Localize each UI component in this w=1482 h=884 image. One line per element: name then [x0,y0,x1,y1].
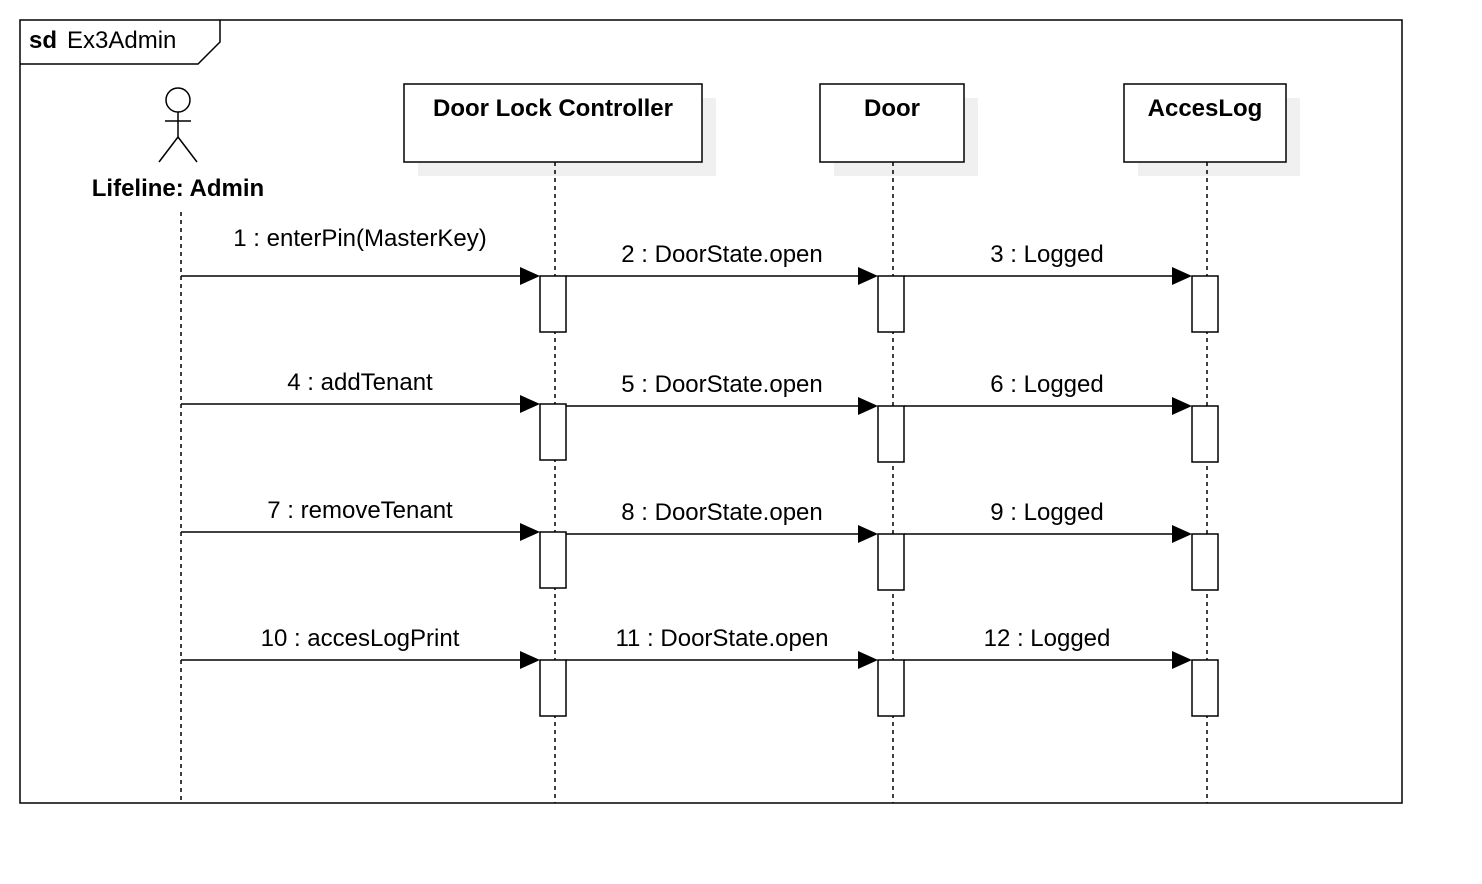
arrow-head [1172,397,1192,415]
activation-bar [877,533,905,591]
lifeline-label-acceslog: AccesLog [1148,95,1263,122]
message-label: 9 : Logged [990,499,1103,526]
actor-right-leg [177,136,198,163]
message-label: 2 : DoorState.open [621,241,822,268]
activation-bar [539,659,567,717]
message-group: 7 : removeTenant 8 : DoorState.open 9 : … [181,497,1219,591]
activation-bar [539,403,567,461]
message-group: 10 : accesLogPrint 11 : DoorState.open 1… [181,625,1219,717]
activation-bar [877,659,905,717]
lifeline-head-door[interactable] [819,83,965,163]
message-label: 3 : Logged [990,241,1103,268]
message-label: 4 : addTenant [287,369,433,396]
message-label: 11 : DoorState.open [615,625,828,652]
frame-label: sd Ex3Admin [29,27,176,54]
message-group: 4 : addTenant 5 : DoorState.open 6 : Log… [181,369,1219,463]
lifeline-head-door-lock-controller[interactable] [403,83,703,163]
lifeline-head-acceslog[interactable] [1123,83,1287,163]
message-label: 6 : Logged [990,371,1103,398]
arrow-head [520,523,540,541]
arrow-head [520,651,540,669]
arrow-head [858,397,878,415]
message-label: 1 : enterPin(MasterKey) [233,225,486,252]
arrow-head [1172,267,1192,285]
message-label: 5 : DoorState.open [621,371,822,398]
activation-bar [1191,659,1219,717]
lifeline-label-door: Door [864,95,920,122]
actor-left-leg [158,136,179,163]
actor-head [165,87,191,113]
actor-label: Lifeline: Admin [92,175,264,202]
arrow-head [858,651,878,669]
frame-tab [20,20,221,65]
diagram-frame [19,19,1403,804]
message-label: 10 : accesLogPrint [261,625,460,652]
activation-bar [877,405,905,463]
activation-bar [539,275,567,333]
activation-bar [539,531,567,589]
arrow-head [520,267,540,285]
message-group: 1 : enterPin(MasterKey) 2 : DoorState.op… [181,225,1219,333]
lifeline-label-door-lock-controller: Door Lock Controller [433,95,673,122]
activation-bar [1191,275,1219,333]
activation-bar [877,275,905,333]
arrow-head [1172,525,1192,543]
activation-bar [1191,533,1219,591]
message-label: 12 : Logged [984,625,1111,652]
frame-name: Ex3Admin [67,27,176,54]
arrow-head [520,395,540,413]
frame-keyword: sd [29,27,57,54]
arrow-head [858,267,878,285]
arrow-head [1172,651,1192,669]
message-label: 8 : DoorState.open [621,499,822,526]
activation-bar [1191,405,1219,463]
arrow-head [858,525,878,543]
message-label: 7 : removeTenant [267,497,453,524]
actor-admin[interactable]: Lifeline: Admin [92,87,264,202]
